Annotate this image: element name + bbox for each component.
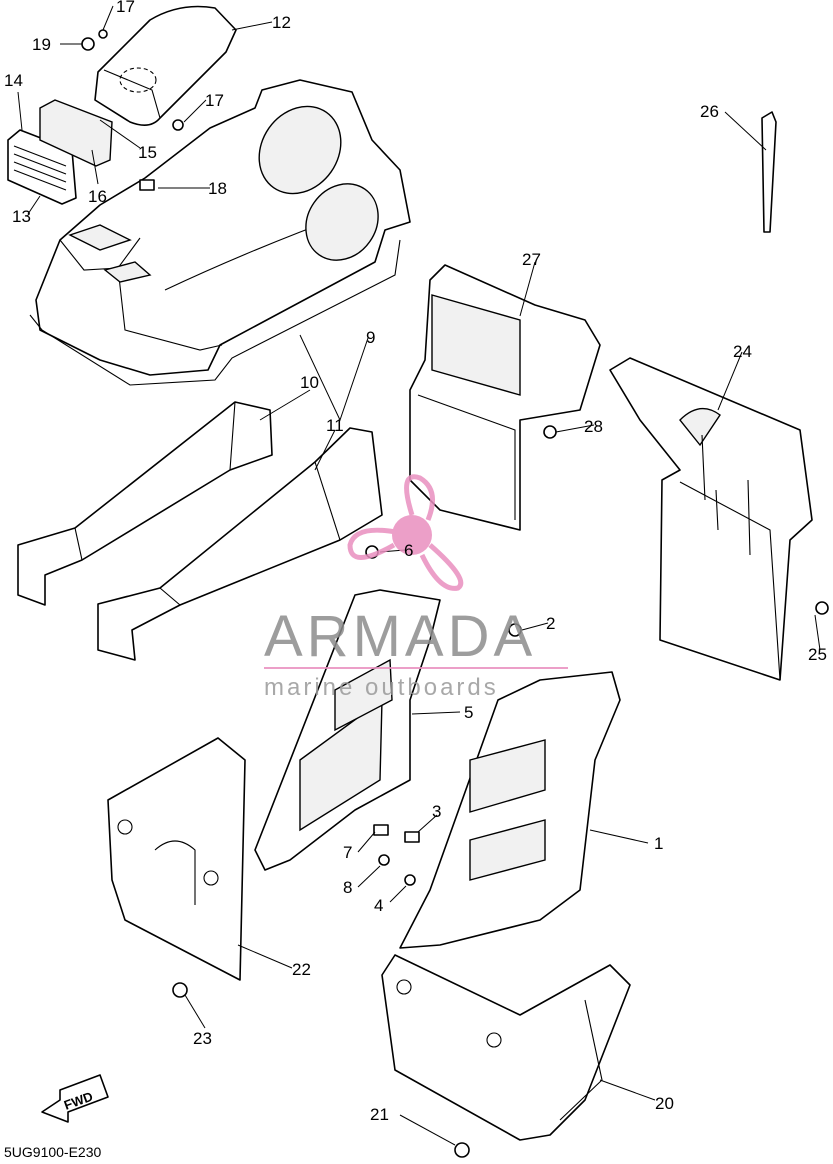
callout-label: 24 xyxy=(733,342,752,361)
part-5-side-panel xyxy=(254,589,441,871)
callout-label: 12 xyxy=(272,13,291,32)
leader-lines xyxy=(17,5,821,1146)
part-26-cable-tie xyxy=(761,111,777,233)
callout-label: 18 xyxy=(208,179,227,198)
callout-label: 27 xyxy=(522,250,541,269)
part-10-rail xyxy=(17,401,273,606)
callout-label: 10 xyxy=(300,373,319,392)
callout-label: 14 xyxy=(4,71,23,90)
part-24-right-panel xyxy=(609,357,813,681)
part-27-panel xyxy=(409,264,601,531)
callout-label: 25 xyxy=(808,645,827,664)
watermark-tagline: marine outboards xyxy=(264,674,499,701)
part-12-top-cover xyxy=(94,5,237,126)
callout-label: 16 xyxy=(88,187,107,206)
fwd-arrow: FWD xyxy=(41,1074,109,1123)
callout-labels: 1 2 3 4 5 6 7 8 9 10 11 12 13 14 15 16 1… xyxy=(4,0,827,1124)
part-20-bracket xyxy=(381,954,631,1141)
callout-label: 15 xyxy=(138,143,157,162)
armada-logo-watermark: ARMADA marine outboards xyxy=(264,474,568,701)
callout-label: 7 xyxy=(343,843,352,862)
callout-label: 17 xyxy=(116,0,135,16)
callout-label: 22 xyxy=(292,960,311,979)
callout-label: 20 xyxy=(655,1094,674,1113)
callout-label: 8 xyxy=(343,878,352,897)
callout-label: 1 xyxy=(654,834,663,853)
main-cowl-frame xyxy=(29,79,411,386)
callout-label: 4 xyxy=(374,896,383,915)
callout-label: 19 xyxy=(32,35,51,54)
callout-label: 28 xyxy=(584,417,603,436)
callout-label: 17 xyxy=(205,91,224,110)
part-22-bracket xyxy=(107,737,246,981)
callout-label: 11 xyxy=(326,416,344,435)
callout-label: 13 xyxy=(12,207,31,226)
watermark-brand: ARMADA xyxy=(264,604,536,669)
part-1-side-panel xyxy=(399,671,621,949)
part-16-vent-duct xyxy=(39,99,113,167)
part-11-rail xyxy=(97,427,383,661)
callout-label: 6 xyxy=(404,541,413,560)
callout-label: 5 xyxy=(464,703,473,722)
callout-label: 2 xyxy=(546,614,555,633)
callout-label: 21 xyxy=(370,1105,389,1124)
diagram-code: 5UG9100-E230 xyxy=(4,1144,102,1160)
fasteners xyxy=(81,29,829,1158)
callout-label: 23 xyxy=(193,1029,212,1048)
callout-label: 26 xyxy=(700,102,719,121)
callout-label: 3 xyxy=(432,802,441,821)
callout-label: 9 xyxy=(366,328,375,347)
